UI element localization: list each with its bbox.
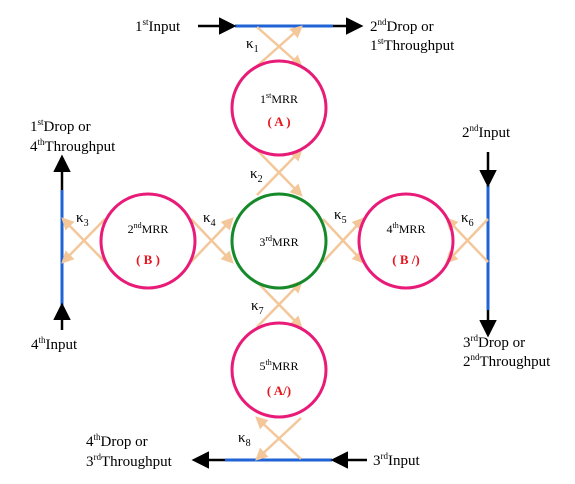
ring-4-label: 4thMRR [387, 221, 426, 236]
ring-2-tag: ( B ) [136, 252, 160, 267]
k7-label: κ7 [251, 298, 264, 317]
out-top-line2: 1stThroughput [370, 36, 455, 54]
coupler-k5 [322, 217, 365, 264]
coupler-k4 [190, 217, 234, 264]
bottom-left-line1: 4thDrop or [86, 432, 148, 450]
ring-2-label: 2ndMRR [128, 221, 169, 236]
right-bottom-line1: 3rdDrop or [463, 333, 525, 351]
coupler-k8 [255, 416, 302, 461]
ring-1-label: 1stMRR [260, 91, 298, 106]
ring-4-tag: ( B /) [392, 252, 419, 267]
k1-label: κ1 [246, 36, 259, 55]
right-bottom-line2: 2ndThroughput [463, 352, 551, 370]
k6-label: κ6 [461, 210, 474, 229]
ring-3-label: 3rdMRR [259, 234, 298, 249]
input4-label: 4thInput [31, 335, 78, 353]
input1-label: 1stInput [135, 17, 181, 35]
k4-label: κ4 [203, 210, 216, 229]
ring-1-mrr [230, 59, 328, 157]
input3-label: 3rdInput [373, 451, 420, 469]
ring-1-tag: ( A ) [267, 114, 290, 129]
left-top-line2: 4thThroughput [30, 137, 116, 155]
out-top-line1: 2ndDrop or [370, 17, 434, 35]
k8-label: κ8 [238, 430, 251, 449]
coupler-k3 [61, 217, 106, 264]
ring-5-mrr [230, 321, 328, 419]
k5-label: κ5 [334, 207, 347, 226]
ring-4-mrr [357, 192, 455, 290]
k3-label: κ3 [76, 210, 89, 229]
coupler-k1 [256, 25, 303, 68]
ring-2-mrr [99, 192, 197, 290]
input2-label: 2ndInput [462, 123, 511, 141]
ring-5-label: 5thMRR [260, 358, 299, 373]
coupler-k6 [445, 217, 489, 264]
left-top-line1: 1stDrop or [30, 117, 91, 135]
bottom-left-line2: 3rdThroughput [86, 452, 173, 470]
ring-5-tag: ( A/) [267, 383, 291, 398]
ring-3-mrr [230, 192, 328, 290]
coupler-k2 [256, 148, 303, 197]
k2-label: κ2 [250, 166, 263, 185]
coupler-k7 [256, 280, 303, 329]
